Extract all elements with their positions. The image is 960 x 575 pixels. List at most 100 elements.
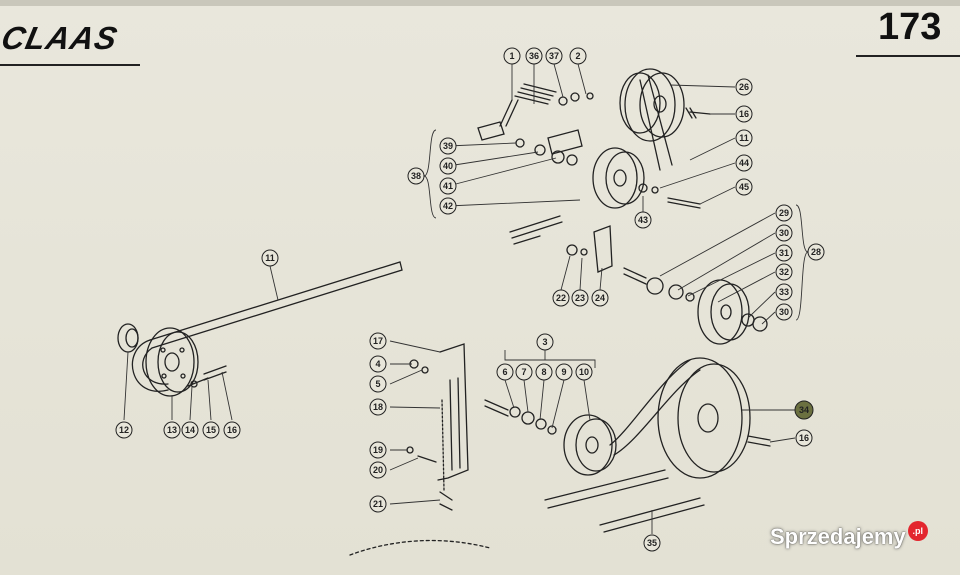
svg-text:41: 41 — [443, 181, 453, 191]
callout-30-upper: 30 — [775, 224, 793, 242]
svg-text:16: 16 — [799, 433, 809, 443]
top-edge — [0, 0, 960, 6]
page-number-underline — [856, 55, 960, 57]
svg-text:36: 36 — [529, 51, 539, 61]
bracket-plate — [547, 129, 583, 155]
callout-10: 10 — [575, 363, 593, 381]
callout-36: 36 — [525, 47, 543, 65]
callout-14: 14 — [181, 421, 199, 439]
callout-2: 2 — [569, 47, 587, 65]
svg-text:30: 30 — [779, 307, 789, 317]
belt-11-long — [149, 261, 403, 349]
svg-text:21: 21 — [373, 499, 383, 509]
svg-text:1: 1 — [509, 51, 514, 61]
callout-23: 23 — [571, 289, 589, 307]
svg-text:19: 19 — [373, 445, 383, 455]
svg-text:5: 5 — [375, 379, 380, 389]
svg-text:28: 28 — [811, 247, 821, 257]
svg-text:12: 12 — [119, 425, 129, 435]
callout-32: 32 — [775, 263, 793, 281]
svg-text:15: 15 — [206, 425, 216, 435]
svg-text:3: 3 — [542, 337, 547, 347]
callout-21: 21 — [369, 495, 387, 513]
svg-text:11: 11 — [265, 253, 275, 263]
callout-3: 3 — [536, 333, 554, 351]
callout-35: 35 — [643, 534, 661, 552]
callout-45: 45 — [735, 178, 753, 196]
svg-text:44: 44 — [739, 158, 749, 168]
callout-42: 42 — [439, 197, 457, 215]
svg-text:30: 30 — [779, 228, 789, 238]
svg-text:23: 23 — [575, 293, 585, 303]
large-pulley-34 — [657, 357, 751, 479]
callout-18: 18 — [369, 398, 387, 416]
svg-text:42: 42 — [443, 201, 453, 211]
callout-12: 12 — [115, 421, 133, 439]
upper-double-pulley — [619, 68, 685, 142]
svg-text:45: 45 — [739, 182, 749, 192]
svg-text:20: 20 — [373, 465, 383, 475]
svg-text:17: 17 — [373, 336, 383, 346]
logo-underline — [0, 64, 140, 66]
svg-text:4: 4 — [375, 359, 380, 369]
svg-text:38: 38 — [411, 171, 421, 181]
callout-16-upper: 16 — [735, 105, 753, 123]
hub-12 — [117, 323, 139, 353]
callout-11-long: 11 — [261, 249, 279, 267]
svg-text:34: 34 — [799, 405, 809, 415]
callout-4: 4 — [369, 355, 387, 373]
spindle — [484, 399, 509, 417]
belt-11-upper — [639, 74, 673, 171]
svg-text:8: 8 — [541, 367, 546, 377]
callout-19: 19 — [369, 441, 387, 459]
callout-1: 1 — [503, 47, 521, 65]
callout-11-upper: 11 — [735, 129, 753, 147]
callout-41: 41 — [439, 177, 457, 195]
adjusting-bracket-17 — [437, 343, 469, 481]
svg-text:16: 16 — [739, 109, 749, 119]
callout-7: 7 — [515, 363, 533, 381]
svg-text:10: 10 — [579, 367, 589, 377]
svg-text:35: 35 — [647, 538, 657, 548]
bolt-45 — [667, 197, 701, 209]
svg-text:14: 14 — [185, 425, 195, 435]
callout-20: 20 — [369, 461, 387, 479]
svg-text:29: 29 — [779, 208, 789, 218]
callout-markers: 1 36 37 2 26 16 11 44 45 43 39 40 41 42 … — [115, 47, 825, 552]
svg-text:22: 22 — [556, 293, 566, 303]
callout-17: 17 — [369, 332, 387, 350]
callout-15: 15 — [202, 421, 220, 439]
svg-text:6: 6 — [502, 367, 507, 377]
svg-text:39: 39 — [443, 141, 453, 151]
callout-39: 39 — [439, 137, 457, 155]
callout-29: 29 — [775, 204, 793, 222]
svg-text:43: 43 — [638, 215, 648, 225]
svg-text:11: 11 — [739, 133, 749, 143]
callout-8: 8 — [535, 363, 553, 381]
svg-text:18: 18 — [373, 402, 383, 412]
tension-spring — [499, 83, 594, 127]
callout-6: 6 — [496, 363, 514, 381]
svg-text:33: 33 — [779, 287, 789, 297]
svg-text:7: 7 — [521, 367, 526, 377]
belt-35 — [544, 359, 705, 533]
svg-text:16: 16 — [227, 425, 237, 435]
svg-text:13: 13 — [167, 425, 177, 435]
callout-16-lower: 16 — [795, 429, 813, 447]
watermark-text: Sprzedajemy — [770, 524, 906, 549]
bracket-24 — [593, 225, 613, 273]
callout-26: 26 — [735, 78, 753, 96]
watermark-badge: .pl — [907, 521, 928, 541]
callout-16-left: 16 — [223, 421, 241, 439]
callout-9: 9 — [555, 363, 573, 381]
svg-text:26: 26 — [739, 82, 749, 92]
svg-text:40: 40 — [443, 161, 453, 171]
callout-40: 40 — [439, 157, 457, 175]
callout-34-highlighted: 34 — [794, 400, 814, 420]
callout-37: 37 — [545, 47, 563, 65]
callout-5: 5 — [369, 375, 387, 393]
callout-38: 38 — [407, 167, 425, 185]
callout-28: 28 — [807, 243, 825, 261]
